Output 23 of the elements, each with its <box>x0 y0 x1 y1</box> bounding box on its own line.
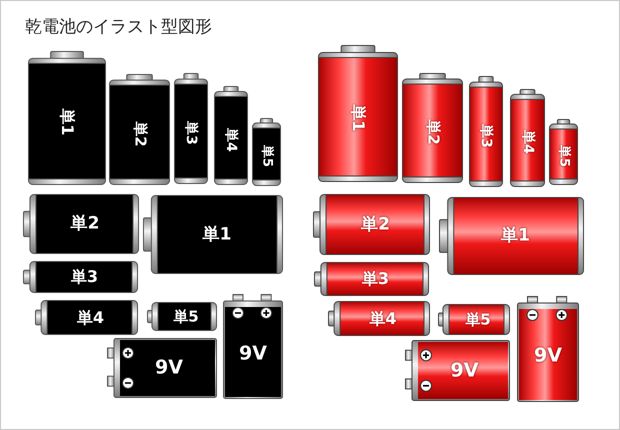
battery-label: 単4 <box>224 128 238 152</box>
battery-label: 単1 <box>501 228 530 244</box>
battery-label: 単5 <box>557 144 570 168</box>
battery-label: 単3 <box>479 124 493 148</box>
battery-label: 9V <box>534 346 562 366</box>
battery-label: 単1 <box>59 108 75 136</box>
battery-label: 単2 <box>361 216 390 233</box>
battery-label: 単3 <box>184 120 198 144</box>
battery-label: 単5 <box>465 312 491 327</box>
title: 乾電池のイラスト型図形 <box>25 16 212 38</box>
battery-label: 単5 <box>173 309 199 324</box>
battery-label: 単3 <box>70 269 98 285</box>
battery-label: 9V <box>450 361 478 380</box>
battery-label: 9V <box>239 344 267 363</box>
battery-label: 単1 <box>350 104 366 132</box>
battery-label: 単2 <box>70 216 100 232</box>
battery-label: 単5 <box>260 144 273 168</box>
battery-label: 9V <box>155 358 183 378</box>
battery-label: 単2 <box>425 119 440 145</box>
battery-label: 単4 <box>76 310 104 326</box>
battery-label: 単1 <box>202 226 232 243</box>
battery-label: 単4 <box>520 130 534 154</box>
battery-label: 単2 <box>132 120 147 146</box>
